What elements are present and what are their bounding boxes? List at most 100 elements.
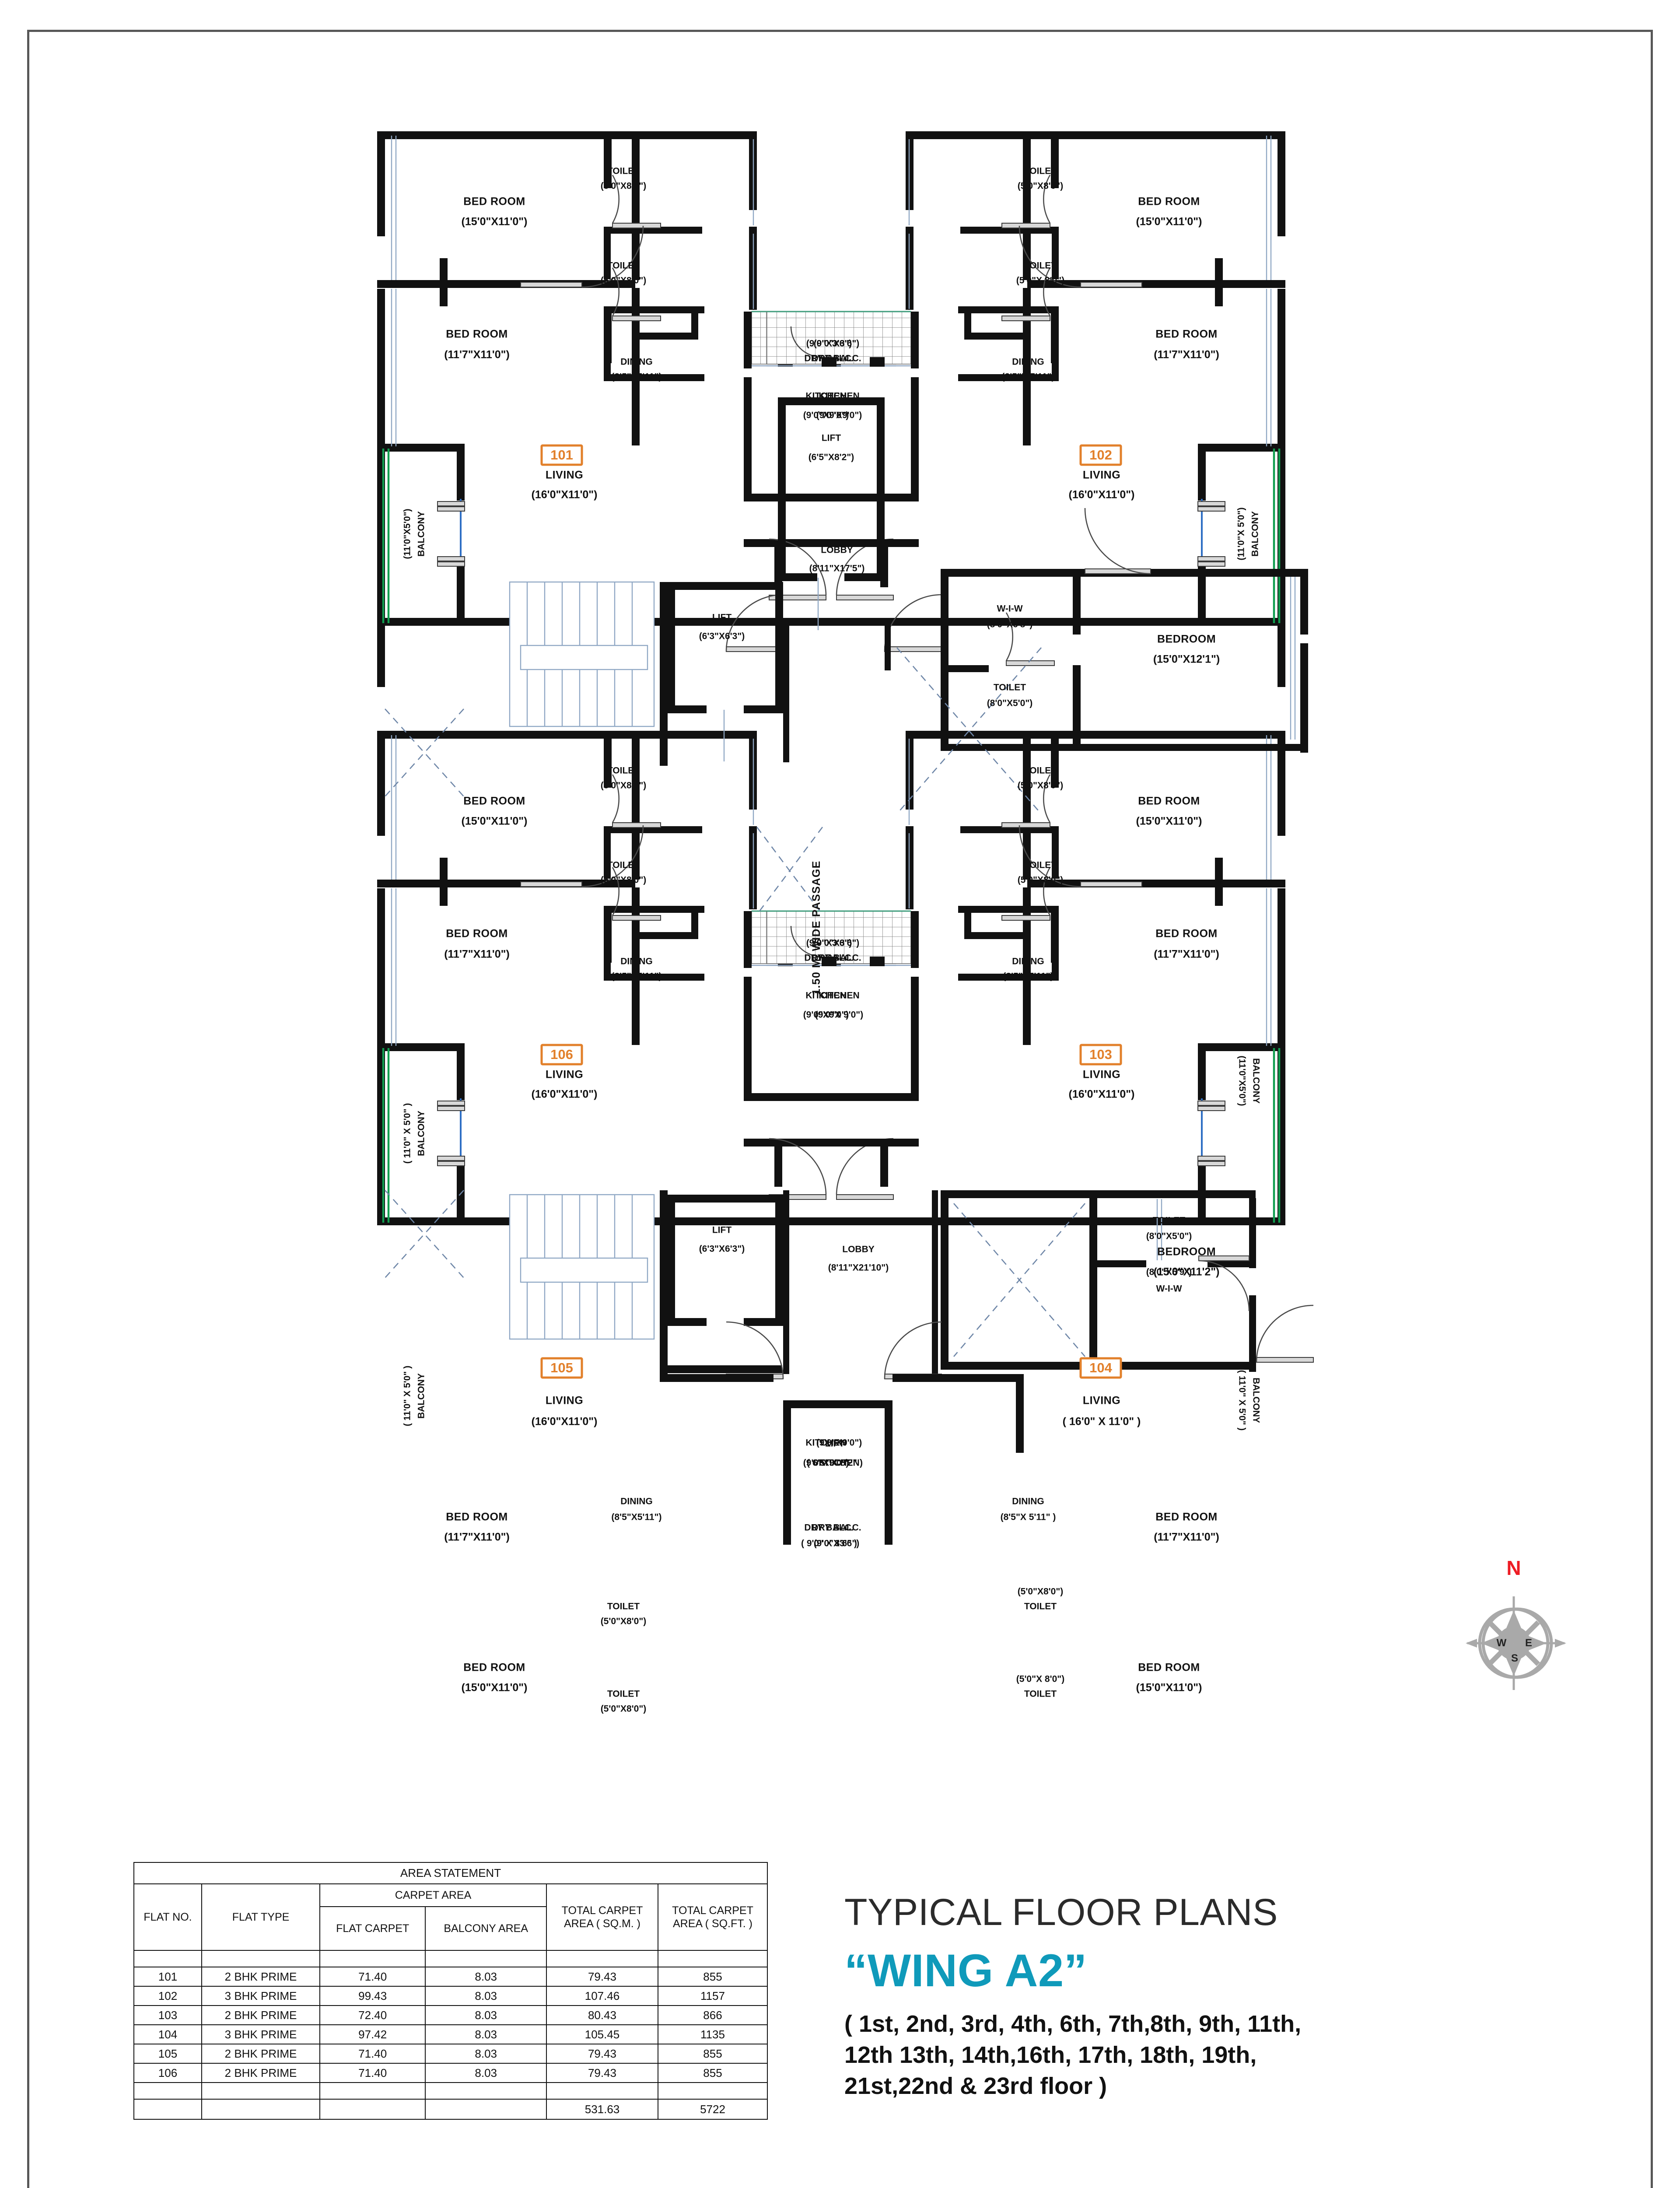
- svg-text:(9'0"X3'6"): (9'0"X3'6"): [806, 938, 852, 948]
- svg-text:(15'0"X11'0"): (15'0"X11'0"): [462, 815, 528, 828]
- svg-text:BED ROOM: BED ROOM: [463, 196, 525, 208]
- svg-text:(8'5"X5'11"): (8'5"X5'11"): [611, 372, 662, 382]
- svg-text:(8'11"X21'10"): (8'11"X21'10"): [828, 1263, 889, 1273]
- cell-flat-carpet: 71.40: [319, 1967, 426, 1987]
- area-statement-title: AREA STATEMENT: [133, 1862, 768, 1885]
- svg-text:KITCHEN: KITCHEN: [805, 1438, 846, 1448]
- svg-text:BED ROOM: BED ROOM: [446, 928, 508, 940]
- duct-shafts: [385, 647, 1042, 1278]
- svg-text:KITCHEN: KITCHEN: [805, 991, 846, 1001]
- cell-flat-type: 2 BHK PRIME: [201, 2005, 320, 2026]
- svg-text:(9'0"X3'6"): (9'0"X3'6"): [814, 339, 860, 349]
- cell-flat-type: 2 BHK PRIME: [201, 1967, 320, 1987]
- header-carpet-area: CARPET AREA: [319, 1883, 547, 1907]
- svg-text:LIFT: LIFT: [822, 433, 841, 443]
- svg-text:BED ROOM: BED ROOM: [1138, 196, 1200, 208]
- svg-text:(5'0"X8'0"): (5'0"X8'0"): [601, 875, 647, 885]
- svg-text:(8'0"X6'8"): (8'0"X6'8"): [987, 620, 1033, 630]
- table-row: 102 3 BHK PRIME 99.43 8.03 107.46 1157: [133, 1986, 768, 2006]
- svg-text:101: 101: [550, 447, 573, 463]
- svg-text:TOILET: TOILET: [1024, 1602, 1057, 1612]
- header-total-sqft: TOTAL CARPET AREA ( SQ.FT. ): [658, 1883, 768, 1951]
- svg-text:LIFT: LIFT: [825, 1439, 844, 1449]
- cell-flat-no: 102: [133, 1986, 202, 2006]
- svg-text:BEDROOM: BEDROOM: [1157, 1246, 1216, 1258]
- flat-106-labels: BED ROOM (15'0"X11'0") BED ROOM (11'7"X1…: [402, 766, 861, 1164]
- cell-balcony-area: 8.03: [425, 2044, 547, 2064]
- cell-total-sqm: 80.43: [546, 2005, 658, 2026]
- cell-flat-no: 101: [133, 1967, 202, 1987]
- sheet-title: TYPICAL FLOOR PLANS: [844, 1891, 1278, 1933]
- lift-4: [783, 1400, 892, 1545]
- area-statement-table: AREA STATEMENT FLAT NO. FLAT TYPE CARPET…: [133, 1862, 768, 2120]
- svg-text:BALCONY: BALCONY: [416, 1111, 427, 1156]
- svg-text:LIVING: LIVING: [546, 1069, 583, 1081]
- svg-text:(15'0"X12'1"): (15'0"X12'1"): [1153, 653, 1220, 666]
- cell-balcony-area: 8.03: [425, 2024, 547, 2045]
- svg-text:LIFT: LIFT: [712, 613, 732, 623]
- svg-text:(8'5"X5'11"): (8'5"X5'11"): [1003, 971, 1053, 982]
- cell-balcony-area: 8.03: [425, 1967, 547, 1987]
- lift-2: [660, 582, 783, 766]
- table-title-row: AREA STATEMENT: [133, 1862, 768, 1885]
- flat-103-labels: BED ROOM (15'0"X11'0") BED ROOM (11'7"X1…: [804, 766, 1261, 1106]
- svg-text:BALCONY: BALCONY: [1250, 511, 1260, 557]
- svg-text:( 11'0" X 5'0" ): ( 11'0" X 5'0" ): [402, 1366, 413, 1426]
- svg-text:106: 106: [550, 1047, 573, 1062]
- svg-text:(15'0"X11'0"): (15'0"X11'0"): [1136, 1682, 1202, 1694]
- svg-text:( 11'0" X 5'0" ): ( 11'0" X 5'0" ): [402, 1103, 413, 1164]
- svg-text:(11'7"X11'0"): (11'7"X11'0"): [1154, 349, 1219, 361]
- cell-total-sqm: 79.43: [546, 1967, 658, 1987]
- svg-text:KITCHEN: KITCHEN: [819, 1458, 859, 1468]
- svg-text:LIVING: LIVING: [546, 1395, 583, 1407]
- cell-total-sqft: 855: [658, 2063, 768, 2083]
- cell-flat-type: 3 BHK PRIME: [201, 2024, 320, 2045]
- table-header-row-1: FLAT NO. FLAT TYPE CARPET AREA TOTAL CAR…: [133, 1883, 768, 1951]
- stair-2: [509, 1194, 655, 1340]
- svg-text:TOILET: TOILET: [1024, 766, 1057, 776]
- svg-text:BALCONY: BALCONY: [416, 511, 427, 557]
- svg-text:(5'0"X 8'0"): (5'0"X 8'0"): [1016, 276, 1064, 286]
- floor-list-note: ( 1st, 2nd, 3rd, 4th, 6th, 7th,8th, 9th,…: [844, 2010, 1302, 2100]
- header-flat-no: FLAT NO.: [133, 1883, 202, 1951]
- svg-text:( 11'0" X 5'0" ): ( 11'0" X 5'0" ): [1237, 1370, 1247, 1431]
- flat-104-labels: BED ROOM (15'0"X11'0") BED ROOM (11'7"X1…: [801, 1216, 1261, 1699]
- svg-text:102: 102: [1089, 447, 1112, 463]
- svg-text:(15'0"X11'0"): (15'0"X11'0"): [1136, 815, 1202, 828]
- svg-text:(6'5"X8'2"): (6'5"X8'2"): [808, 452, 854, 463]
- svg-text:(8'0"X5'0"): (8'0"X5'0"): [1146, 1231, 1192, 1241]
- svg-text:BALCONY: BALCONY: [416, 1373, 427, 1419]
- svg-text:(9'0"X9'0"): (9'0"X9'0"): [803, 410, 849, 421]
- table-row: 101 2 BHK PRIME 71.40 8.03 79.43 855: [133, 1967, 768, 1987]
- svg-text:(6'3"X6'3"): (6'3"X6'3"): [699, 1244, 745, 1254]
- compass-south-label: S: [1511, 1652, 1518, 1664]
- svg-text:DINING: DINING: [1012, 1497, 1044, 1507]
- svg-text:LIVING: LIVING: [1083, 1069, 1120, 1081]
- flat-badge-106: 106: [540, 1044, 583, 1066]
- cell-total-sqft: 1157: [658, 1986, 768, 2006]
- svg-text:BED ROOM: BED ROOM: [463, 795, 525, 807]
- lobby-2-walls: [660, 1190, 1024, 1453]
- compass-east-label: E: [1525, 1637, 1532, 1649]
- svg-text:TOILET: TOILET: [1024, 261, 1057, 271]
- flat-badge-103: 103: [1079, 1044, 1122, 1066]
- cell-flat-carpet: 71.40: [319, 2063, 426, 2083]
- lift-3: [660, 1190, 783, 1374]
- cell-balcony-area: 8.03: [425, 2005, 547, 2026]
- svg-text:(8'5"X 5'11" ): (8'5"X 5'11" ): [1001, 1512, 1056, 1522]
- flat-103-walls: [766, 731, 1285, 1225]
- flat-badge-104: 104: [1079, 1357, 1122, 1379]
- cell-flat-type: 3 BHK PRIME: [201, 1986, 320, 2006]
- cell-total-sqft: 855: [658, 1967, 768, 1987]
- core-upper: [725, 397, 942, 652]
- svg-text:BED ROOM: BED ROOM: [463, 1662, 525, 1674]
- svg-text:BED ROOM: BED ROOM: [1138, 795, 1200, 807]
- svg-text:LOBBY: LOBBY: [821, 545, 853, 555]
- svg-text:(5'0"X8'0"): (5'0"X8'0"): [601, 181, 647, 191]
- cell-flat-carpet: 99.43: [319, 1986, 426, 2006]
- svg-text:BED ROOM: BED ROOM: [1155, 328, 1218, 340]
- svg-text:(16'0"X11'0"): (16'0"X11'0"): [532, 1088, 598, 1101]
- svg-text:(11'7"X11'0"): (11'7"X11'0"): [1154, 1531, 1219, 1543]
- flat-badge-102: 102: [1079, 444, 1122, 466]
- svg-text:DRY BALC.: DRY BALC.: [804, 354, 854, 364]
